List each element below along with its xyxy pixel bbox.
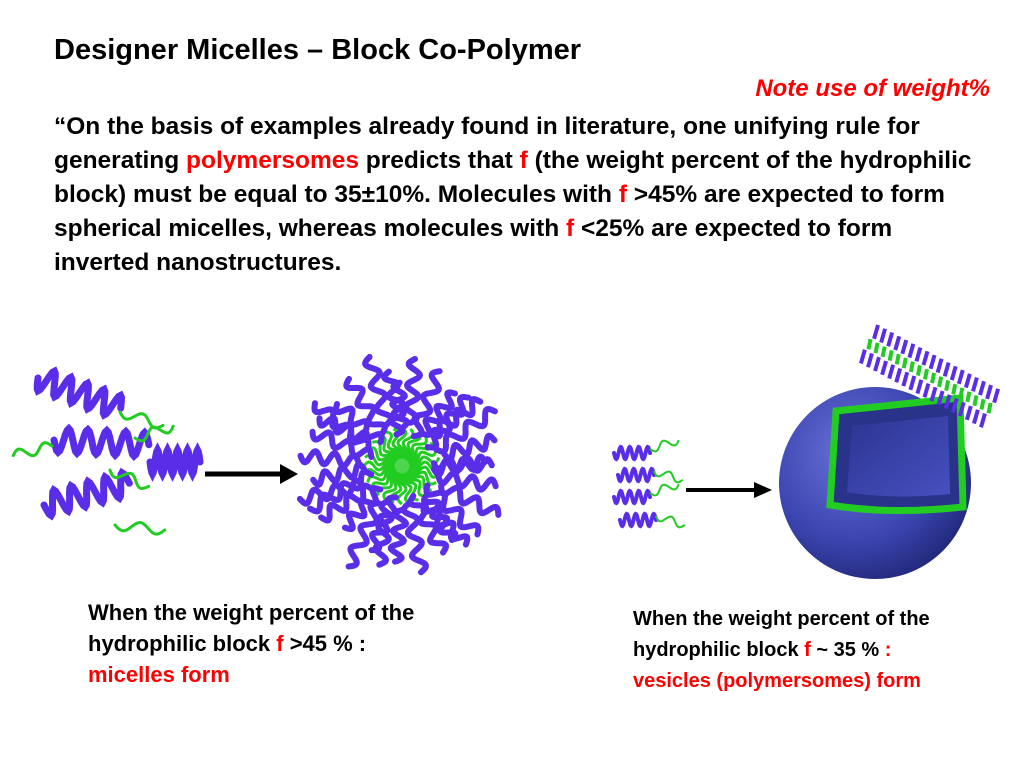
transition-arrow — [205, 464, 298, 484]
vesicle-caption: When the weight percent of the hydrophil… — [633, 608, 930, 692]
slide-title: Designer Micelles – Block Co-Polymer — [54, 34, 582, 66]
quote-text: predicts that — [358, 147, 520, 174]
f-symbol: f — [618, 181, 627, 208]
copolymer-molecules-illustration — [11, 366, 204, 536]
f-symbol: f — [804, 639, 811, 661]
quote-text: “On the basis of examples already found … — [54, 113, 920, 174]
bilayer-membrane-illustration — [859, 324, 1001, 428]
micelle-caption: When the weight percent of the hydrophil… — [88, 600, 415, 687]
quote-text: <25% are expected to form inverted nanos… — [54, 215, 893, 276]
vesicle-polymersome-illustration — [779, 387, 971, 579]
polymersomes-term: polymersomes — [186, 147, 359, 174]
quote-text: >45% are expected to form spherical mice… — [54, 181, 945, 242]
transition-arrow — [686, 482, 772, 498]
micelle-result: micelles form — [88, 662, 230, 687]
spherical-micelle-illustration — [296, 353, 502, 576]
copolymer-molecules-small-illustration — [612, 439, 686, 529]
f-symbol: f — [276, 631, 284, 656]
weight-note: Note use of weight% — [755, 75, 990, 102]
quote-text: (the weight percent of the hydrophilic b… — [54, 147, 972, 208]
literature-quote: “On the basis of examples already found … — [54, 110, 974, 280]
vesicle-result: vesicles (polymersomes) form — [633, 670, 921, 692]
f-symbol: f — [519, 147, 528, 174]
f-symbol: f — [566, 215, 575, 242]
